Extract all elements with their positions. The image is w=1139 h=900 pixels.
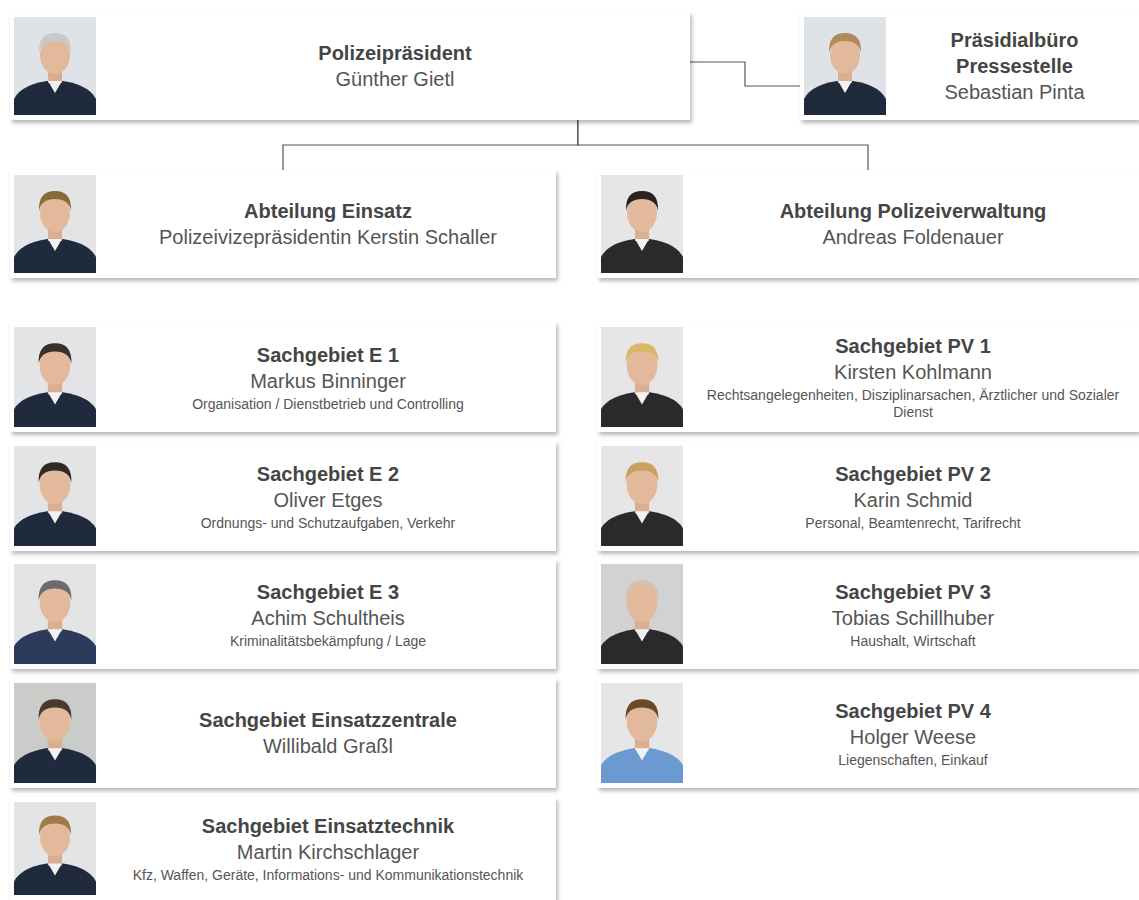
person-name: Holger Weese	[695, 724, 1131, 750]
portrait-photo	[14, 175, 96, 273]
person-name: Tobias Schillhuber	[695, 605, 1131, 631]
portrait-photo	[14, 327, 96, 427]
person-name: Kirsten Kohlmann	[695, 359, 1131, 385]
person-name: Willibald Graßl	[108, 733, 548, 759]
role-title: Polizeipräsident	[108, 40, 682, 66]
role-title: Präsidialbüro Pressestelle	[898, 27, 1131, 79]
person-name: Oliver Etges	[108, 487, 548, 513]
section-box: Sachgebiet EinsatzzentraleWillibald Graß…	[10, 678, 556, 788]
portrait-photo	[601, 564, 683, 664]
role-title: Sachgebiet PV 1	[695, 333, 1131, 359]
department-box: Abteilung EinsatzPolizeivizepräsidentin …	[10, 170, 556, 278]
text-block: PolizeipräsidentGünther Gietl	[100, 12, 690, 120]
duty-description: Ordnungs- und Schutzaufgaben, Verkehr	[108, 515, 548, 532]
section-box: Sachgebiet E 1Markus BinningerOrganisati…	[10, 322, 556, 432]
text-block: Abteilung EinsatzPolizeivizepräsidentin …	[100, 170, 556, 278]
text-block: Sachgebiet PV 3Tobias SchillhuberHaushal…	[687, 559, 1139, 669]
person-name: Markus Binninger	[108, 368, 548, 394]
portrait-photo	[601, 327, 683, 427]
org-connector	[690, 62, 800, 86]
person-name: Günther Gietl	[108, 66, 682, 92]
role-title: Sachgebiet E 1	[108, 342, 548, 368]
role-title: Sachgebiet PV 4	[695, 698, 1131, 724]
portrait-photo	[601, 683, 683, 783]
person-name: Achim Schultheis	[108, 605, 548, 631]
section-box: Sachgebiet PV 2Karin SchmidPersonal, Bea…	[597, 441, 1139, 551]
text-block: Sachgebiet EinsatztechnikMartin Kirchsch…	[100, 797, 556, 900]
portrait-photo	[804, 17, 886, 115]
department-box: Abteilung PolizeiverwaltungAndreas Folde…	[597, 170, 1139, 278]
role-title: Sachgebiet Einsatzzentrale	[108, 707, 548, 733]
portrait-photo	[601, 446, 683, 546]
portrait-photo	[14, 446, 96, 546]
portrait-photo	[14, 802, 96, 895]
org-connector	[283, 120, 578, 170]
role-title: Abteilung Einsatz	[108, 198, 548, 224]
role-title: Sachgebiet PV 3	[695, 579, 1131, 605]
role-title: Sachgebiet E 2	[108, 461, 548, 487]
duty-description: Kriminalitätsbekämpfung / Lage	[108, 633, 548, 650]
portrait-photo	[601, 175, 683, 273]
person-name: Martin Kirchschlager	[108, 839, 548, 865]
text-block: Sachgebiet E 2Oliver EtgesOrdnungs- und …	[100, 441, 556, 551]
section-box: Sachgebiet PV 3Tobias SchillhuberHaushal…	[597, 559, 1139, 669]
head-box: PolizeipräsidentGünther Gietl	[10, 12, 690, 120]
text-block: Abteilung PolizeiverwaltungAndreas Folde…	[687, 170, 1139, 278]
role-title: Sachgebiet E 3	[108, 579, 548, 605]
text-block: Sachgebiet E 3Achim SchultheisKriminalit…	[100, 559, 556, 669]
portrait-photo	[14, 683, 96, 783]
role-title: Sachgebiet Einsatztechnik	[108, 813, 548, 839]
role-title: Sachgebiet PV 2	[695, 461, 1131, 487]
duty-description: Liegenschaften, Einkauf	[695, 752, 1131, 769]
text-block: Sachgebiet EinsatzzentraleWillibald Graß…	[100, 678, 556, 788]
section-box: Sachgebiet E 2Oliver EtgesOrdnungs- und …	[10, 441, 556, 551]
portrait-photo	[14, 17, 96, 115]
text-block: Sachgebiet E 1Markus BinningerOrganisati…	[100, 322, 556, 432]
person-name: Polizeivizepräsidentin Kerstin Schaller	[108, 224, 548, 250]
staff-box: Präsidialbüro PressestelleSebastian Pint…	[800, 12, 1139, 120]
person-name: Sebastian Pinta	[898, 79, 1131, 105]
duty-description: Organisation / Dienstbetrieb und Control…	[108, 396, 548, 413]
duty-description: Kfz, Waffen, Geräte, Informations- und K…	[108, 867, 548, 884]
text-block: Sachgebiet PV 2Karin SchmidPersonal, Bea…	[687, 441, 1139, 551]
section-box: Sachgebiet PV 1Kirsten KohlmannRechtsang…	[597, 322, 1139, 432]
section-box: Sachgebiet PV 4Holger WeeseLiegenschafte…	[597, 678, 1139, 788]
duty-description: Personal, Beamtenrecht, Tarifrecht	[695, 515, 1131, 532]
role-title: Abteilung Polizeiverwaltung	[695, 198, 1131, 224]
person-name: Karin Schmid	[695, 487, 1131, 513]
duty-description: Rechtsangelegenheiten, Disziplinarsachen…	[695, 387, 1131, 421]
text-block: Sachgebiet PV 1Kirsten KohlmannRechtsang…	[687, 322, 1139, 432]
text-block: Sachgebiet PV 4Holger WeeseLiegenschafte…	[687, 678, 1139, 788]
person-name: Andreas Foldenauer	[695, 224, 1131, 250]
text-block: Präsidialbüro PressestelleSebastian Pint…	[890, 12, 1139, 120]
org-connector	[578, 120, 868, 170]
section-box: Sachgebiet EinsatztechnikMartin Kirchsch…	[10, 797, 556, 900]
section-box: Sachgebiet E 3Achim SchultheisKriminalit…	[10, 559, 556, 669]
portrait-photo	[14, 564, 96, 664]
duty-description: Haushalt, Wirtschaft	[695, 633, 1131, 650]
